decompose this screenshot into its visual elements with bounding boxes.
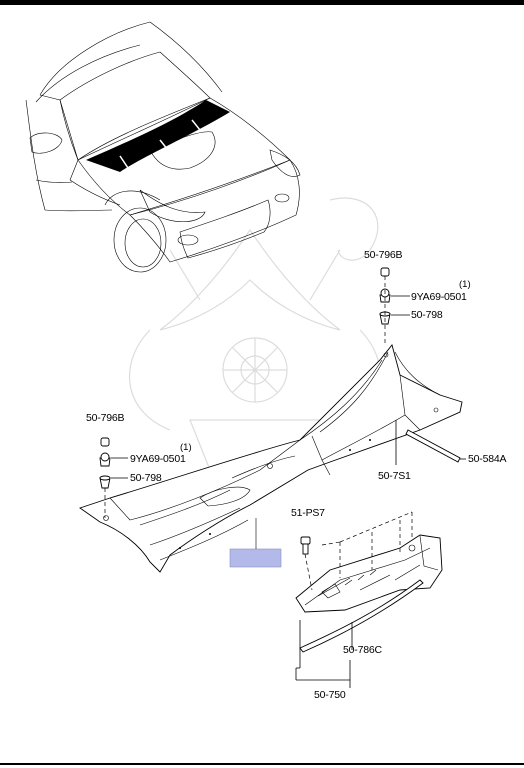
label-50-798-left: 50-798: [130, 472, 162, 484]
label-9ya69-0501-left: 9YA69-0501: [130, 453, 186, 465]
top-border: [0, 0, 524, 5]
lower-cowl-part: [295, 511, 443, 613]
watermark-emblem: [128, 197, 382, 471]
clip-stack-left: [99, 437, 128, 518]
car-illustration: [25, 21, 301, 273]
label-50-798-top: 50-798: [411, 309, 443, 321]
label-qty-top: (1): [459, 279, 471, 290]
label-50-750: 50-750: [314, 689, 346, 701]
clip-stack-top: [379, 267, 410, 346]
cowl-highlight-strip: [86, 100, 230, 172]
label-9ya69-0501-top: 9YA69-0501: [411, 291, 467, 303]
label-50-796b-top: 50-796B: [364, 249, 402, 261]
label-50-7s1: 50-7S1: [378, 470, 411, 482]
label-51-ps7: 51-PS7: [291, 507, 325, 519]
seal-strip-584a: [405, 429, 466, 463]
highlight-box: [229, 548, 282, 568]
label-50-796b-left: 50-796B: [86, 412, 124, 424]
cowl-panel: [79, 344, 463, 573]
bottom-border: [0, 763, 524, 765]
label-50-584a: 50-584A: [468, 453, 506, 465]
seal-786c: [295, 579, 424, 688]
label-50-786c: 50-786C: [343, 644, 382, 656]
label-qty-left: (1): [180, 442, 192, 453]
